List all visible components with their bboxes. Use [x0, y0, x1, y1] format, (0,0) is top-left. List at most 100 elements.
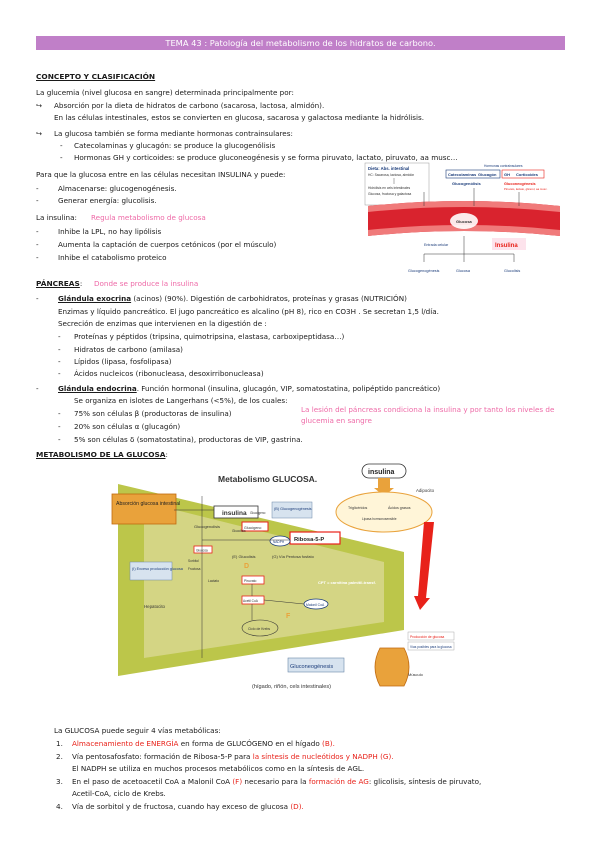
fig1-out-3: Glucolisis: [504, 269, 520, 273]
via-3-a: En el paso de acetoacetil CoA a Malonil …: [72, 777, 233, 786]
dash: -: [36, 184, 39, 193]
fig1-dieta: Dieta: Abs. intestinal: [368, 166, 409, 171]
concepto-bullet-2: La glucosa también se forma mediante hor…: [54, 129, 293, 138]
exocrina-text: (acinos) (90%). Digestión de carbohidrat…: [131, 294, 407, 303]
dash: -: [58, 345, 61, 354]
via-3-b: (F): [232, 777, 243, 786]
concepto-bullet-1: Absorción por la dieta de hidratos de ca…: [54, 101, 325, 110]
fig2-ribosa: Ribosa-5-P: [294, 537, 324, 543]
enzima-4: Ácidos nucleicos (ribonucleasa, desoxirr…: [74, 369, 264, 378]
concepto-sub-2: Hormonas GH y corticoides: se produce gl…: [74, 153, 458, 162]
dash: -: [58, 409, 61, 418]
fig2-leyenda-1: Producción de glucosa: [410, 635, 444, 639]
fig1-insulina: Insulina: [495, 243, 518, 249]
fig2-fructosa: Fructosa: [188, 567, 201, 571]
via-3-c: necesario para la: [242, 777, 309, 786]
celula-1: 75% son células β (productoras de insuli…: [74, 409, 232, 418]
list-num: 3.: [56, 777, 63, 786]
fig2-cpt: CPT = carnitina palmitil-transf.: [318, 580, 376, 585]
celula-3: 5% son células δ (somatostatina), produc…: [74, 435, 303, 444]
section-heading-concepto: CONCEPTO Y CLASIFICACIÓN: [36, 72, 156, 81]
concepto-para: Para que la glucosa entre en las células…: [36, 170, 286, 179]
fig2-insulina-box: insulina: [222, 510, 247, 517]
fig1-glucogenolisis: Glucogenólisis: [452, 181, 481, 186]
colon: :: [79, 279, 83, 288]
dash: -: [36, 384, 39, 393]
section-heading-metabolismo: METABOLISMO DE LA GLUCOSA: [36, 450, 166, 459]
list-num: 1.: [56, 739, 63, 748]
fig2-gluconeo: Gluconeogénesis: [290, 664, 333, 670]
fig2-exceso: (I) Exceso producción glucosa: [132, 567, 184, 571]
insulina-item-2: Aumenta la captación de cuerpos cetónico…: [58, 240, 277, 249]
page-title: TEMA 43 : Patología del metabolismo de l…: [36, 36, 565, 50]
fig1-out-1: Glucogenogénesis: [408, 269, 440, 273]
fig2-title: Metabolismo GLUCOSA.: [218, 474, 317, 484]
fig1-entrada: Entrada celular: [424, 243, 449, 247]
fig2-gluconeo-sub: (hígado, riñón, cels intestinales): [252, 684, 331, 690]
fig1-dieta-l1: HC: Sacarosa, lactosa, almidón: [368, 173, 414, 177]
via-2-line-2: El NADPH se utiliza en muchos procesos m…: [72, 764, 365, 773]
pancreas-note: Donde se produce la insulina: [94, 279, 199, 288]
dash: -: [36, 240, 39, 249]
fig2-glucolisis: (E) Glucolisis: [232, 554, 256, 559]
insulina-item-3: Inhibe el catabolismo proteico: [58, 253, 167, 262]
fig2-sorbitol: Sorbitol: [188, 559, 199, 563]
endocrina-text: . Función hormonal (insulina, glucagón, …: [136, 384, 441, 393]
fig1-out-2: Glucosa: [456, 269, 471, 273]
via-1-a: Almacenamiento de ENERGÍA: [72, 739, 179, 748]
fig2-nadph: NADPH: [273, 540, 285, 544]
fig1-glucosa: Glucosa: [456, 219, 473, 224]
via-3-d: formación de AG: [308, 777, 369, 786]
via-3-line-2: Acetil-CoA, ciclo de Krebs.: [72, 789, 166, 798]
arrow-icon: ↪: [36, 101, 43, 110]
fig2-ciclo: Ciclo de Krebs: [248, 627, 270, 631]
fig1-glucagon: Glucagón: [478, 172, 497, 177]
dash: -: [60, 153, 63, 162]
pancreas-side-note-1: La lesión del páncreas condiciona la ins…: [301, 405, 555, 414]
pancreas-side-note-2: glucemia en sangre: [301, 416, 372, 425]
exocrina-title: Glándula exocrina: [58, 294, 132, 303]
fig2-lactato: Lactato: [208, 579, 219, 583]
fig1-dieta-l3: Glucosa, fructosa y galactosa: [368, 192, 411, 196]
metabolismo-glucosa-figure: insulina Adipocito Triglicéridos Ácidos …: [104, 462, 458, 698]
fig2-d-label: D: [244, 563, 249, 570]
fig2-vpentosa: (G) Vía Pentosa fosfato: [272, 554, 315, 559]
glucemia-vessel-figure: Dieta: Abs. intestinal HC: Sacarosa, lac…: [364, 162, 564, 280]
fig1-hormonas: Hormonas contrainsulares: [484, 164, 523, 168]
list-num: 4.: [56, 802, 63, 811]
metabolismo-intro: La GLUCOSA puede seguir 4 vías metabólic…: [54, 726, 221, 735]
insulina-note: Regula metabolismo de glucosa: [91, 213, 206, 222]
dash: -: [58, 332, 61, 341]
concepto-intro: La glucemia (nivel glucosa en sangre) de…: [36, 88, 294, 97]
exocrina-line-2: Enzimas y líquido pancreático. El jugo p…: [58, 307, 439, 316]
endocrina-title: Glándula endocrina: [58, 384, 137, 393]
dash: -: [36, 196, 39, 205]
fig2-musculo: Músculo: [408, 672, 424, 677]
via-2-a: Vía pentosafosfato: formación de Ribosa-…: [72, 752, 253, 761]
fig2-acetilcoa: Acetil CoA: [243, 599, 259, 603]
via-4-a: Vía de sorbitol y de fructosa, cuando ha…: [72, 802, 291, 811]
exocrina-line-3: Secreción de enzimas que intervienen en …: [58, 319, 267, 328]
arrow-icon: ↪: [36, 129, 43, 138]
fig2-insulina-top: insulina: [368, 469, 395, 476]
dash: -: [58, 357, 61, 366]
concepto-p2: Generar energía: glucolisis.: [58, 196, 157, 205]
fig2-glucolisis-m: Glucolisis: [232, 529, 246, 533]
fig1-gluconeo: Gluconeogénesis: [504, 182, 536, 186]
section-heading-pancreas: PÁNCREAS: [36, 279, 80, 288]
fig2-piruvato: Piruvato: [244, 579, 257, 583]
via-1-c: (B).: [322, 739, 335, 748]
concepto-sub-1: Catecolaminas y glucagón: se produce la …: [74, 141, 276, 150]
fig2-glucogeno-m: Glucógeno: [250, 511, 266, 515]
via-4-b: (D).: [290, 802, 304, 811]
enzima-1: Proteínas y péptidos (tripsina, quimotri…: [74, 332, 345, 341]
concepto-p1: Almacenarse: glucogenogénesis.: [58, 184, 177, 193]
enzima-3: Lípidos (lipasa, fosfolipasa): [74, 357, 172, 366]
fig2-glucogenolisis: Glucogenolisis: [194, 524, 220, 529]
fig2-trigliceridos: Triglicéridos: [348, 506, 367, 510]
colon: :: [165, 450, 168, 459]
dash: -: [36, 253, 39, 262]
dash: -: [60, 141, 63, 150]
fig2-hepatocito: Hepatocito: [144, 604, 166, 609]
dash: -: [58, 435, 61, 444]
